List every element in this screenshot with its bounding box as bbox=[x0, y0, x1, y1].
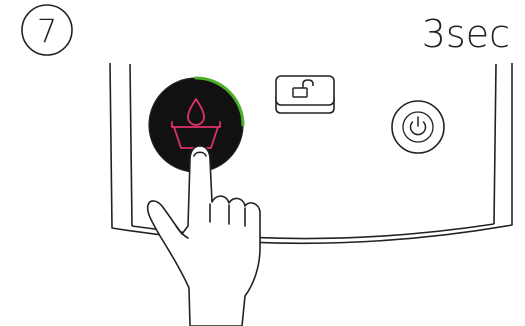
power-button-outer bbox=[391, 100, 445, 154]
press-progress-ring bbox=[194, 76, 245, 127]
power-icon bbox=[409, 116, 427, 136]
panel-left-edge bbox=[129, 63, 133, 227]
padlock-open-icon bbox=[292, 79, 314, 98]
power-button[interactable] bbox=[391, 100, 445, 154]
hand-thumb-crease bbox=[175, 225, 189, 239]
step-number: 7 bbox=[37, 12, 57, 50]
step-badge: 7 bbox=[21, 4, 73, 56]
child-lock-button-shadow bbox=[275, 97, 335, 114]
hand-outline bbox=[146, 145, 261, 326]
fingernail bbox=[193, 151, 207, 157]
child-lock-button[interactable] bbox=[275, 75, 335, 114]
step-badge-circle bbox=[21, 4, 73, 56]
duration-label: 3sec bbox=[422, 12, 510, 56]
hand-illustration bbox=[146, 145, 261, 326]
power-button-inner bbox=[402, 111, 434, 143]
panel-outline bbox=[109, 62, 513, 245]
panel-right-edge bbox=[493, 63, 497, 225]
child-lock-button-body bbox=[275, 75, 335, 106]
water-drop-shape bbox=[187, 98, 205, 126]
fill-water-button[interactable] bbox=[148, 76, 245, 173]
